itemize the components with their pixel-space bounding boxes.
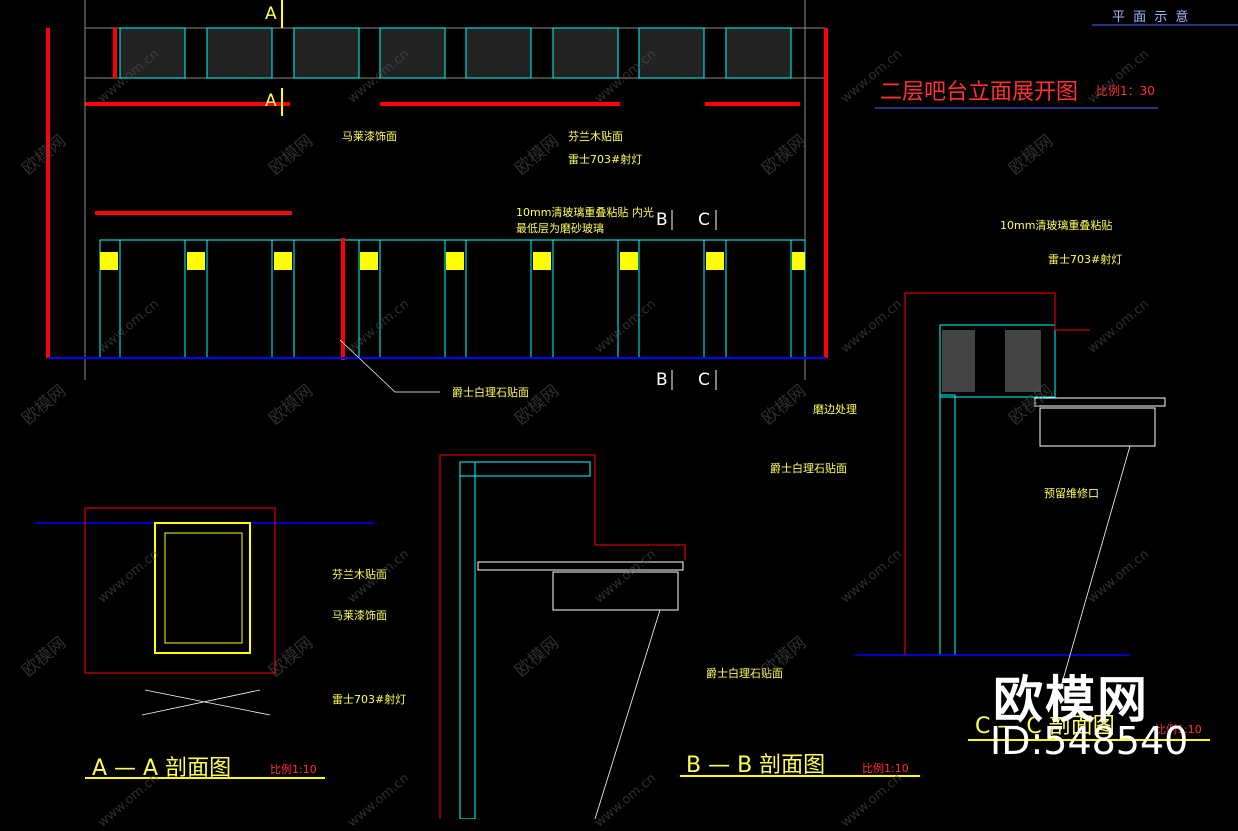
watermark-id: ID:548540 [990,719,1189,763]
section-c-label-marble: 爵士白理石贴面 [770,462,847,475]
section-a-scale: 比例1:10 [270,763,317,776]
section-c-title: C — C 剖面图 [975,714,1115,739]
label-glass-line2: 最低层为磨砂玻璃 [516,222,604,235]
plan-label: 平 面 示 意 [1112,10,1191,25]
section-c-label-repair: 预留维修口 [1044,487,1099,500]
label-marble: 爵士白理石贴面 [452,386,529,399]
mark-c-bottom: C [698,370,710,390]
watermark-logo: 欧模网 [993,671,1149,729]
label-marlene-paint: 马莱漆饰面 [342,130,397,143]
section-c-drawing [855,24,1238,741]
elevation-title: 二层吧台立面展开图 [880,80,1079,105]
section-c-scale: 比例1:10 [1155,723,1202,736]
section-c-label-glass: 10mm清玻璃重叠粘贴 [1000,219,1113,232]
mark-a-top: A [265,4,277,24]
section-a-label-marlene-paint: 马莱漆饰面 [332,609,387,622]
elevation-scale: 比例1：30 [1096,84,1155,98]
section-a-drawing [35,507,375,779]
mark-b-top: B [656,210,668,230]
section-a-label-finland-wood: 芬兰木贴面 [332,568,387,581]
section-c-label-lei-light: 雷士703#射灯 [1048,253,1123,266]
label-glass-line1: 10mm清玻璃重叠粘贴 内光 [516,206,654,219]
mark-c-top: C [698,210,710,230]
section-c-label-edge: 磨边处理 [813,403,857,416]
section-a-title: A — A 剖面图 [92,756,232,781]
section-b-scale: 比例1:10 [862,762,909,775]
label-finland-wood: 芬兰木贴面 [568,130,623,143]
label-lei-light: 雷士703#射灯 [568,153,643,166]
elevation-lower [48,210,826,393]
elevation-upper [46,0,828,380]
section-a-label-lei-light: 雷士703#射灯 [332,693,407,706]
section-b-label-marble: 爵士白理石贴面 [706,667,783,680]
section-b-drawing [439,454,920,819]
mark-a-mid: A [265,91,277,111]
mark-b-bottom: B [656,370,668,390]
section-b-title: B — B 剖面图 [686,753,826,778]
